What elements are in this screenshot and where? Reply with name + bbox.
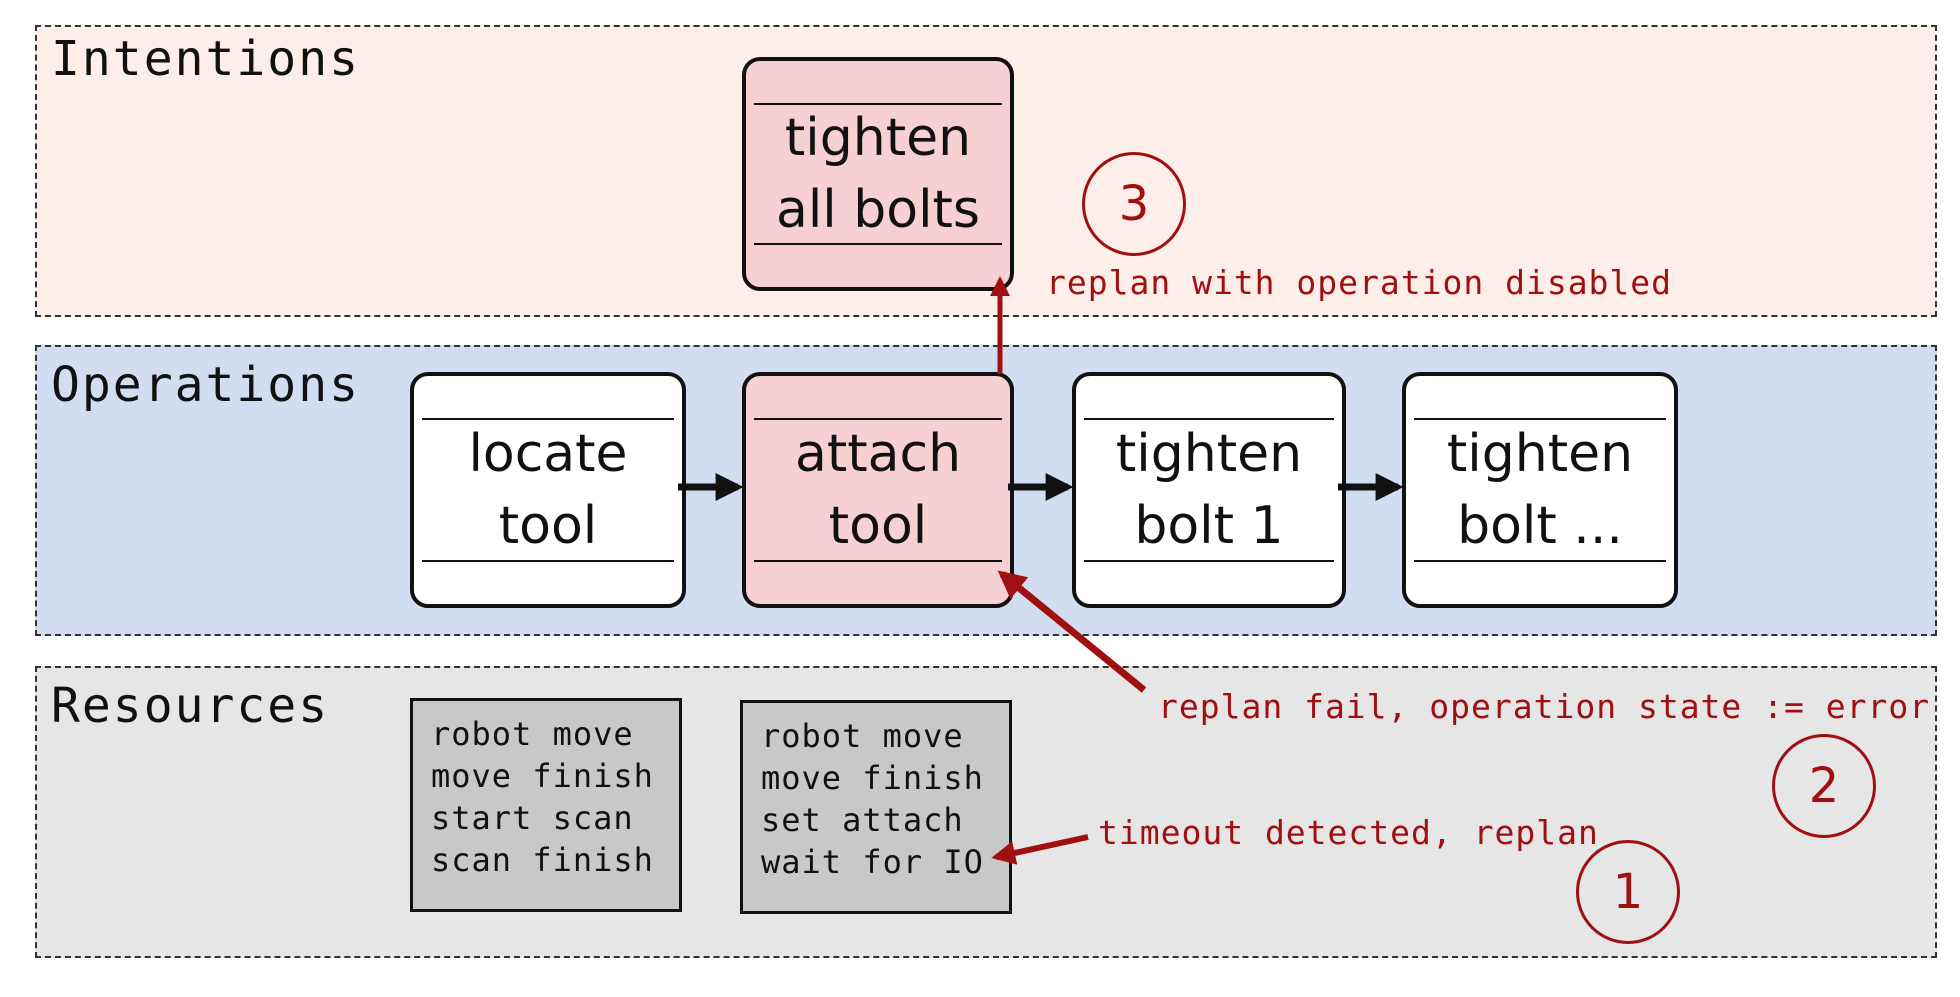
resource-box-locate-tool: robot move move finish start scan scan f… (410, 698, 682, 912)
operation-label-line1: attach (794, 424, 962, 484)
resource-line: robot move (431, 715, 634, 753)
step-circle-1: 1 (1576, 840, 1680, 944)
intention-node-tighten-all-bolts[interactable]: tighten all bolts (742, 57, 1014, 291)
node-separator-top (1084, 418, 1334, 420)
node-separator-bottom (1414, 560, 1666, 562)
operations-layer-title: Operations (51, 357, 360, 413)
operation-node-label: locate tool (414, 418, 682, 562)
node-separator-bottom (422, 560, 674, 562)
operation-node-label: tighten bolt ... (1406, 418, 1674, 562)
annotation-timeout: timeout detected, replan (1098, 813, 1599, 852)
operation-label-line2: tool (828, 496, 928, 556)
operation-label-line1: tighten (1115, 424, 1303, 484)
operation-node-tighten-bolt-1[interactable]: tighten bolt 1 (1072, 372, 1346, 608)
resource-line: move finish (431, 757, 654, 795)
node-separator-top (754, 418, 1002, 420)
node-separator-top (1414, 418, 1666, 420)
intentions-layer-title: Intentions (51, 31, 360, 87)
node-separator-top (754, 103, 1002, 105)
operation-node-label: tighten bolt 1 (1076, 418, 1342, 562)
resource-line: start scan (431, 799, 634, 837)
annotation-replan-fail: replan fail, operation state := error (1158, 687, 1931, 726)
resource-line: robot move (761, 717, 964, 755)
resource-box-attach-tool: robot move move finish set attach wait f… (740, 700, 1012, 914)
resource-line: move finish (761, 759, 984, 797)
error-arrow (997, 570, 1147, 693)
resource-line: wait for IO (761, 843, 984, 881)
resource-line: scan finish (431, 841, 654, 879)
node-separator-bottom (754, 243, 1002, 245)
operation-node-locate-tool[interactable]: locate tool (410, 372, 686, 608)
node-separator-bottom (754, 560, 1002, 562)
operation-node-label: attach tool (746, 418, 1010, 562)
operation-node-attach-tool[interactable]: attach tool (742, 372, 1014, 608)
resource-line: set attach (761, 801, 964, 839)
intention-label-line2: all bolts (775, 180, 981, 240)
operation-label-line1: locate (468, 424, 628, 484)
node-separator-bottom (1084, 560, 1334, 562)
operation-label-line1: tighten (1446, 424, 1634, 484)
resources-layer-title: Resources (51, 678, 330, 734)
timeout-arrow (991, 834, 1089, 865)
node-separator-top (422, 418, 674, 420)
step-circle-2: 2 (1772, 734, 1876, 838)
operation-label-line2: bolt 1 (1134, 496, 1284, 556)
annotation-replan-disabled: replan with operation disabled (1046, 263, 1673, 302)
intention-label-line1: tighten (784, 108, 972, 168)
operation-label-line2: bolt ... (1457, 496, 1623, 556)
step-circle-3: 3 (1082, 152, 1186, 256)
operation-label-line2: tool (498, 496, 598, 556)
operation-node-tighten-bolt-more[interactable]: tighten bolt ... (1402, 372, 1678, 608)
intention-node-label: tighten all bolts (746, 102, 1010, 246)
